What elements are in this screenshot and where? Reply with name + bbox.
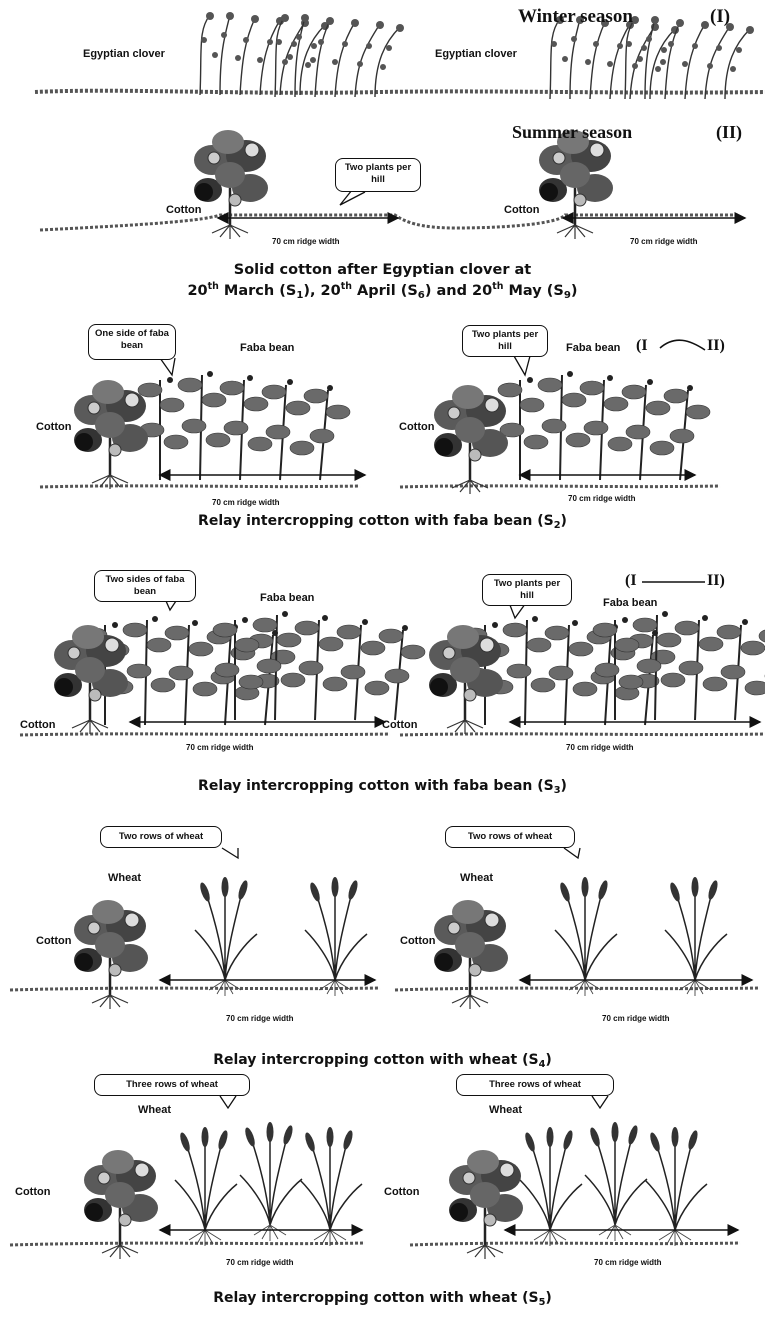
- cotton-label: Cotton: [400, 935, 435, 947]
- ridge-width-label: 70 cm ridge width: [226, 1014, 294, 1023]
- cotton-label: Cotton: [36, 421, 71, 433]
- ridge-width-label: 70 cm ridge width: [212, 498, 280, 507]
- callout-three-rows-of-wheat: Three rows of wheat: [94, 1074, 250, 1096]
- season-mark-right: II): [707, 572, 725, 590]
- caption-s1-line1: Solid cotton after Egyptian clover at: [0, 262, 765, 278]
- winter-season-heading: Winter season: [518, 6, 633, 28]
- faba-bean-label: Faba bean: [566, 342, 620, 354]
- wheat-label: Wheat: [460, 872, 493, 884]
- summer-season-number: (II): [716, 122, 742, 143]
- faba-bean-label: Faba bean: [603, 597, 657, 609]
- cotton-label: Cotton: [15, 1186, 50, 1198]
- winter-season-number: (I): [710, 6, 730, 28]
- season-mark-left: (I: [625, 572, 637, 590]
- wheat-label: Wheat: [138, 1104, 171, 1116]
- callout-one-side-faba-bean: One side of faba bean: [88, 324, 176, 360]
- faba-bean-label: Faba bean: [260, 592, 314, 604]
- callout-three-rows-of-wheat: Three rows of wheat: [456, 1074, 614, 1096]
- wheat-label: Wheat: [489, 1104, 522, 1116]
- caption-s2: Relay intercropping cotton with faba bea…: [0, 513, 765, 531]
- wheat-label: Wheat: [108, 872, 141, 884]
- egyptian-clover-label-left: Egyptian clover: [83, 48, 165, 60]
- cotton-label: Cotton: [166, 204, 201, 216]
- season-mark-right: II): [707, 337, 725, 355]
- season-mark-left: (I: [636, 337, 648, 355]
- ridge-width-label: 70 cm ridge width: [602, 1014, 670, 1023]
- ridge-width-label: 70 cm ridge width: [566, 743, 634, 752]
- caption-s3: Relay intercropping cotton with faba bea…: [0, 778, 765, 796]
- ridge-width-label: 70 cm ridge width: [272, 237, 340, 246]
- ridge-width-label: 70 cm ridge width: [226, 1258, 294, 1267]
- callout-two-rows-of-wheat: Two rows of wheat: [100, 826, 222, 848]
- ridge-width-label: 70 cm ridge width: [594, 1258, 662, 1267]
- cotton-label: Cotton: [399, 421, 434, 433]
- faba-bean-label: Faba bean: [240, 342, 294, 354]
- caption-s4: Relay intercropping cotton with wheat (S…: [0, 1052, 765, 1070]
- cotton-label: Cotton: [504, 204, 539, 216]
- cotton-label: Cotton: [20, 719, 55, 731]
- callout-two-plants-per-hill: Two plants per hill: [482, 574, 572, 606]
- cotton-label: Cotton: [36, 935, 71, 947]
- callout-two-rows-of-wheat: Two rows of wheat: [445, 826, 575, 848]
- callout-two-sides-faba-bean: Two sides of faba bean: [94, 570, 196, 602]
- callout-two-plants-per-hill: Two plants per hill: [462, 325, 548, 357]
- ridge-width-label: 70 cm ridge width: [630, 237, 698, 246]
- summer-season-heading: Summer season: [512, 122, 632, 143]
- caption-s1-line2: 20th March (S1), 20th April (S6) and 20t…: [0, 281, 765, 301]
- cotton-label: Cotton: [382, 719, 417, 731]
- egyptian-clover-label-right: Egyptian clover: [435, 48, 517, 60]
- ridge-width-label: 70 cm ridge width: [568, 494, 636, 503]
- ridge-width-label: 70 cm ridge width: [186, 743, 254, 752]
- callout-two-plants-per-hill: Two plants per hill: [335, 158, 421, 192]
- caption-s5: Relay intercropping cotton with wheat (S…: [0, 1290, 765, 1308]
- cotton-label: Cotton: [384, 1186, 419, 1198]
